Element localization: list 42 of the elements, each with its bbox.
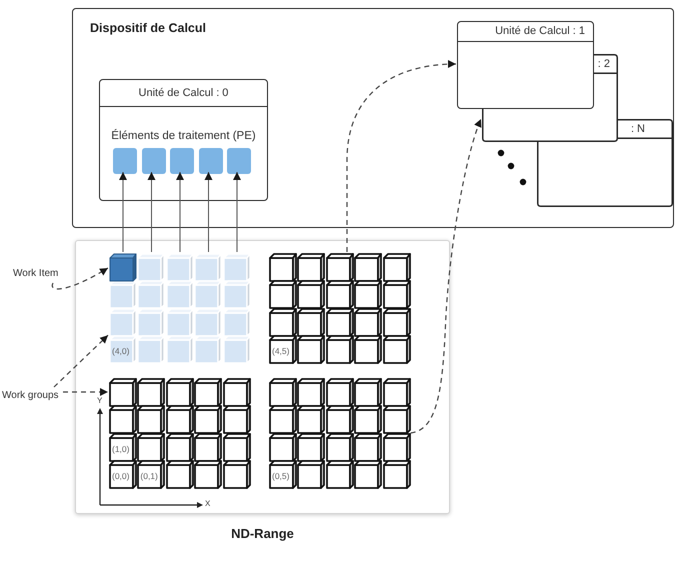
callout-label: Work Item xyxy=(13,268,58,280)
processing-element xyxy=(198,148,222,174)
device-title: Dispositif de Calcul xyxy=(90,21,206,36)
coordinate-label: (4,5) xyxy=(272,346,290,356)
work-group xyxy=(109,378,251,490)
unit-title: : N xyxy=(630,122,645,136)
dashed-arrow xyxy=(410,118,482,434)
coordinate-label: (0,1) xyxy=(140,471,158,482)
compute-unit xyxy=(457,21,594,109)
work-item-cube xyxy=(109,253,137,282)
section-label: Éléments de traitement (PE) xyxy=(111,130,256,143)
compute-unit xyxy=(537,119,673,207)
coordinate-label: (4,0) xyxy=(112,346,130,356)
processing-element xyxy=(227,148,251,174)
arrow xyxy=(204,172,212,252)
processing-element xyxy=(113,148,137,174)
axis-label: Y xyxy=(97,396,102,405)
compute-unit xyxy=(99,79,268,201)
coordinate-label: (0,0) xyxy=(112,471,130,482)
axis-label: X xyxy=(205,499,210,508)
panel-title: ND-Range xyxy=(231,526,294,541)
device-frame xyxy=(72,8,674,228)
dashed-arrow xyxy=(346,60,456,252)
work-group xyxy=(269,378,411,490)
arrow xyxy=(176,172,184,252)
arrow xyxy=(233,172,241,252)
unit-title: Unité de Calcul : 1 xyxy=(495,25,585,38)
arrow xyxy=(148,172,156,252)
work-group xyxy=(269,253,411,364)
compute-unit xyxy=(482,54,618,142)
coordinate-label: (1,0) xyxy=(112,444,130,454)
processing-element xyxy=(142,148,166,174)
unit-title: : 2 xyxy=(598,58,610,70)
processing-element xyxy=(170,148,194,174)
coordinate-label: (0,5) xyxy=(272,471,290,482)
arrow xyxy=(119,172,127,252)
dashed-arrow xyxy=(54,334,108,388)
dashed-arrow xyxy=(63,388,108,396)
callout-label: Work groups xyxy=(2,390,59,402)
unit-title: Unité de Calcul : 0 xyxy=(138,86,228,100)
work-group xyxy=(109,253,251,364)
dashed-arrow xyxy=(52,267,108,290)
